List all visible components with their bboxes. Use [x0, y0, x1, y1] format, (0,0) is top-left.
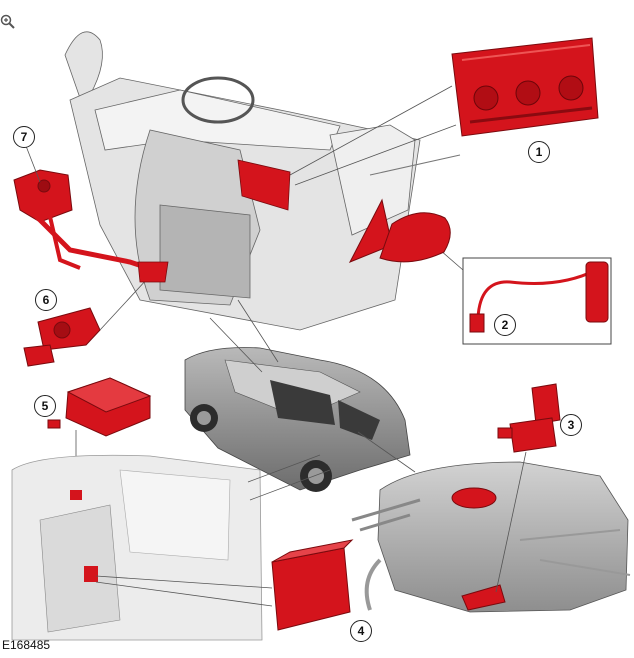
leader-3 — [495, 451, 527, 593]
leader-6 — [99, 277, 149, 331]
component-6-valve — [23, 307, 101, 367]
callout-3: 3 — [560, 414, 582, 436]
leader-tank-vehicle — [357, 431, 416, 473]
component-5-module — [47, 377, 152, 437]
vehicle — [184, 347, 411, 492]
leader-2 — [439, 249, 464, 271]
figure-id: E168485 — [2, 638, 51, 652]
leader-1 — [289, 85, 457, 186]
leader-vehicle-dash — [209, 299, 279, 373]
rear-interior-inset — [11, 454, 263, 641]
dash-red-connector — [137, 261, 169, 283]
component-4-module — [271, 539, 354, 631]
callout-6: 6 — [35, 289, 57, 311]
leader-inset-vehicle — [247, 454, 331, 501]
zoom-in-icon[interactable] — [0, 14, 16, 30]
fuel-tank — [351, 461, 631, 613]
callout-4: 4 — [350, 620, 372, 642]
callout-7: 7 — [13, 126, 35, 148]
callout-2: 2 — [494, 314, 516, 336]
callout-1: 1 — [528, 141, 550, 163]
leader-4 — [95, 575, 273, 607]
dash-red-part — [237, 159, 291, 211]
component-3-valve — [497, 383, 561, 453]
door-mirror — [348, 198, 451, 263]
leader-7 — [25, 145, 41, 183]
component-1-control-panel — [451, 37, 599, 137]
component-2-harness — [469, 261, 609, 333]
callout-5: 5 — [34, 395, 56, 417]
